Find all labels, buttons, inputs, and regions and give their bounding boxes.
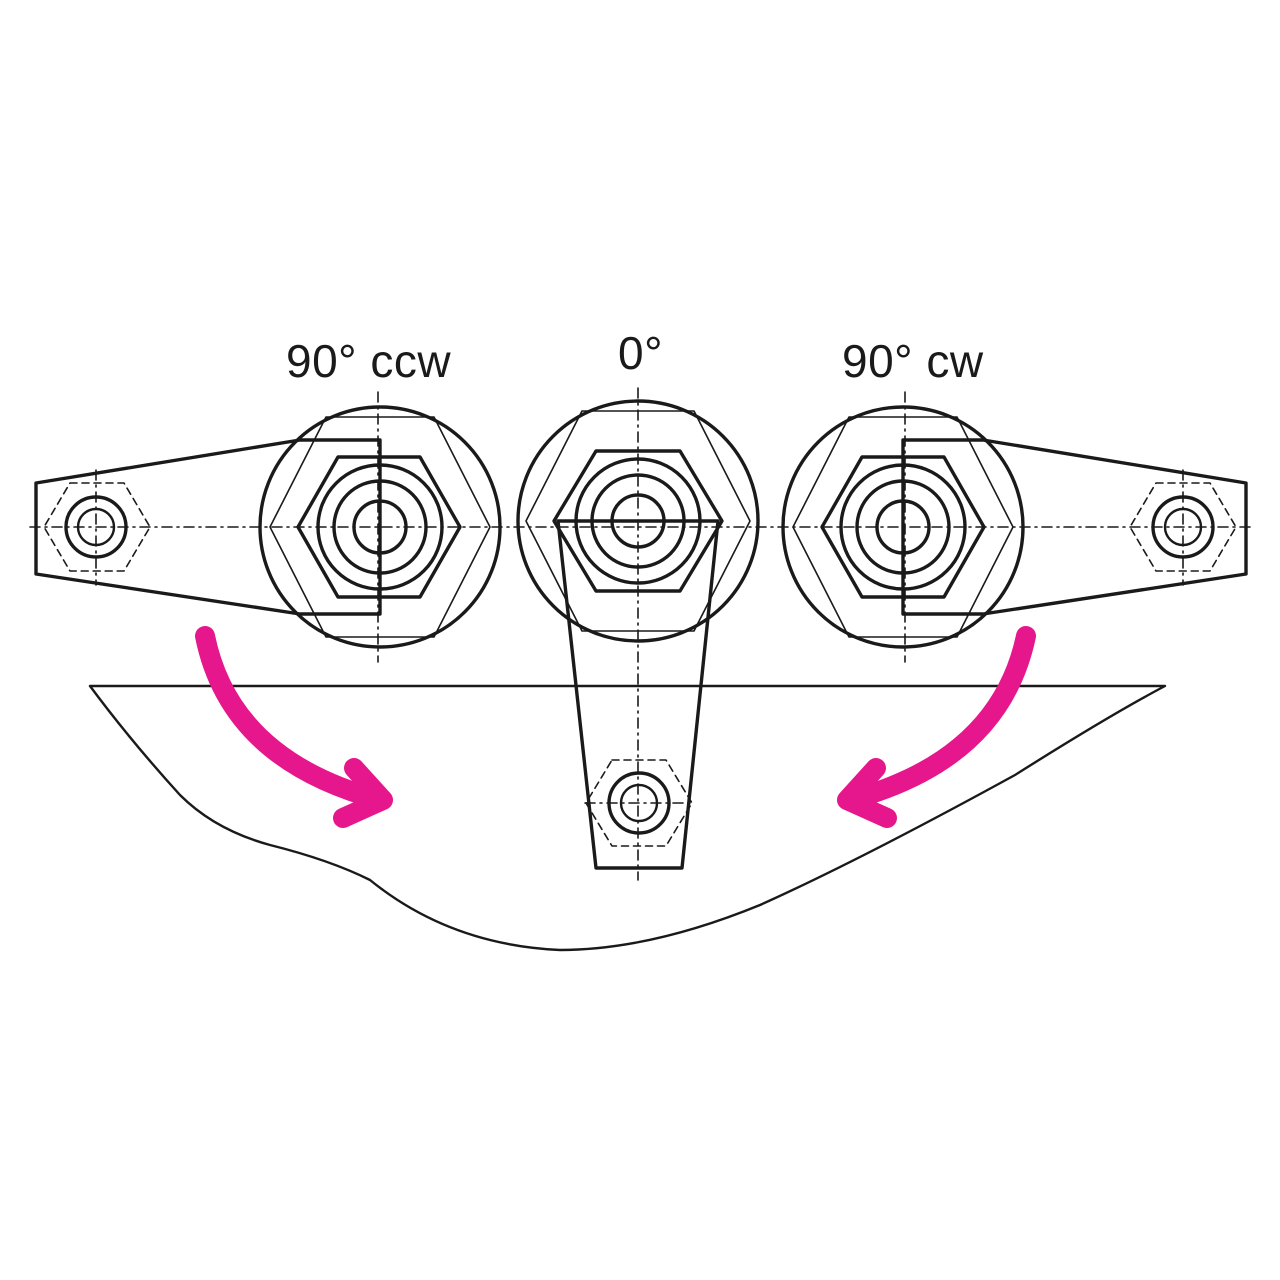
rotation-arrow-cw-shaft — [840, 626, 1036, 810]
clamp-ccw-body-flats — [269, 416, 491, 638]
clamp-zero — [516, 387, 760, 881]
rotation-arrow-ccw-head — [333, 758, 393, 828]
label-0-degrees: 0° — [618, 327, 663, 379]
label-90-cw: 90° cw — [842, 335, 984, 387]
clamp-cw-tip-nut — [1129, 482, 1237, 572]
workpiece-sheet — [88, 684, 1167, 952]
clamp-ccw-tip-nut — [43, 482, 151, 572]
rotation-arrow-cw — [837, 626, 1036, 828]
clamp-zero-body — [516, 399, 760, 643]
clamp-zero-hex-nut — [552, 449, 724, 593]
clamp-cw-bore — [875, 499, 931, 555]
clamp-ccw-arm — [34, 438, 382, 616]
rotation-arrow-ccw-shaft — [195, 626, 390, 810]
clamp-cw-washer-outer — [839, 463, 967, 591]
rotation-arrow-ccw — [195, 626, 393, 828]
rotation-arrow-cw-head — [837, 758, 897, 828]
clamp-cw-arm — [901, 438, 1248, 616]
clamp-zero-body-flats — [525, 410, 751, 632]
label-90-ccw: 90° ccw — [286, 335, 452, 387]
